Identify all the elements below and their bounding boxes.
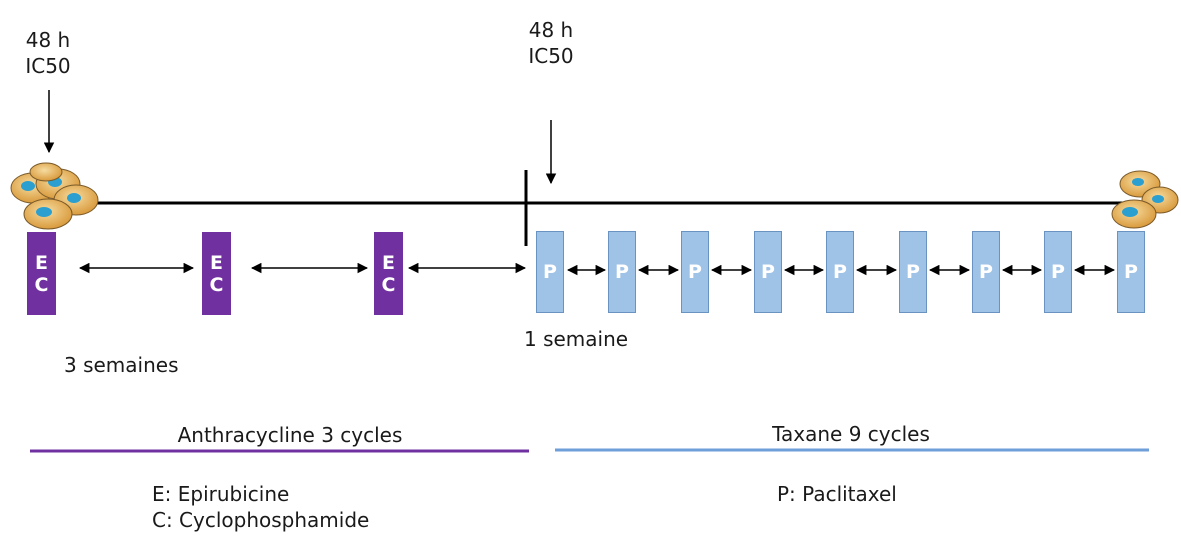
box-letter: C [381, 273, 396, 296]
anthracycline-legend: E: Epirubicine C: Cyclophosphamide [152, 481, 369, 533]
tumor-cells-cluster-icon [10, 162, 99, 230]
timepoint-measure: IC50 [528, 44, 574, 68]
timepoint-label-start: 48 h IC50 [25, 27, 70, 79]
box-letter: P [833, 261, 847, 283]
timepoint-duration: 48 h [528, 18, 574, 42]
taxane-phase-label: Taxane 9 cycles [772, 422, 930, 446]
box-letter: P [688, 261, 702, 283]
box-letter: E [35, 251, 48, 274]
box-letter: E [210, 251, 223, 274]
p-cycle-box: P [1044, 231, 1072, 313]
box-letter: P [906, 261, 920, 283]
tumor-cells-small-cluster-icon [1111, 170, 1179, 229]
p-cycle-box: P [754, 231, 782, 313]
box-letter: P [615, 261, 629, 283]
timepoint-duration: 48 h [25, 28, 71, 52]
anthracycline-interval-label: 3 semaines [64, 353, 179, 377]
ec-cycle-box: E C [202, 232, 231, 315]
legend-item: E: Epirubicine [152, 482, 290, 506]
box-letter: P [979, 261, 993, 283]
p-cycle-box: P [681, 231, 709, 313]
p-cycle-box: P [899, 231, 927, 313]
legend-item: P: Paclitaxel [777, 482, 897, 506]
timepoint-label-switch: 48 h IC50 [528, 17, 573, 69]
box-letter: C [34, 273, 49, 296]
p-cycle-box: P [536, 231, 564, 313]
box-letter: E [382, 251, 395, 274]
timepoint-measure: IC50 [25, 54, 71, 78]
box-letter: P [1124, 261, 1138, 283]
ec-cycle-box: E C [374, 232, 403, 315]
box-letter: P [1051, 261, 1065, 283]
box-letter: P [761, 261, 775, 283]
legend-item: C: Cyclophosphamide [152, 508, 370, 532]
anthracycline-phase-label: Anthracycline 3 cycles [177, 423, 403, 447]
p-cycle-box: P [1117, 231, 1145, 313]
p-cycle-box: P [972, 231, 1000, 313]
box-letter: C [209, 273, 224, 296]
p-cycle-box: P [608, 231, 636, 313]
taxane-interval-label: 1 semaine [524, 327, 629, 351]
ec-cycle-box: E C [27, 232, 56, 315]
p-cycle-box: P [826, 231, 854, 313]
taxane-legend: P: Paclitaxel [777, 481, 897, 507]
box-letter: P [543, 261, 557, 283]
